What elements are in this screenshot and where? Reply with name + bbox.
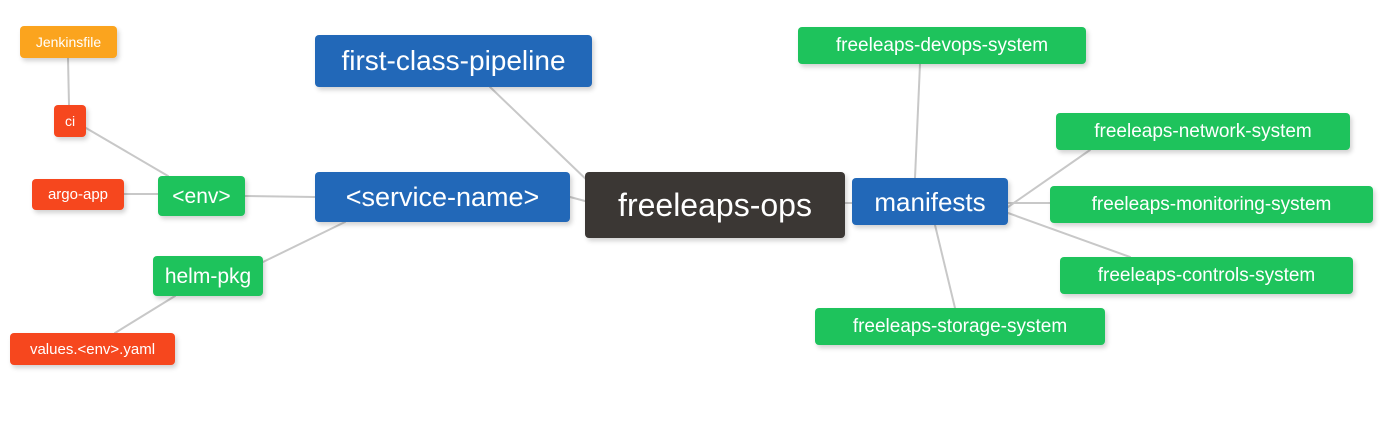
edge-freeleaps-ops-to-first-class-pipeline <box>489 86 593 186</box>
node-helm-pkg[interactable]: helm-pkg <box>153 256 263 296</box>
node-manifests[interactable]: manifests <box>852 178 1008 225</box>
node-freeleaps-controls-system[interactable]: freeleaps-controls-system <box>1060 257 1353 294</box>
edge-manifests-to-freeleaps-storage-system <box>934 224 956 309</box>
node-label: freeleaps-controls-system <box>1097 265 1316 286</box>
node-label: freeleaps-devops-system <box>835 35 1049 56</box>
edge-service-name-to-helm-pkg <box>262 221 346 263</box>
node-argo-app[interactable]: argo-app <box>32 179 124 210</box>
node-freeleaps-monitoring-system[interactable]: freeleaps-monitoring-system <box>1050 186 1373 223</box>
edge-freeleaps-ops-to-service-name <box>569 196 586 202</box>
node-label: Jenkinsfile <box>35 34 102 50</box>
node-first-class-pipeline[interactable]: first-class-pipeline <box>315 35 592 87</box>
node-label: ci <box>64 113 76 129</box>
node-label: helm-pkg <box>164 264 252 288</box>
node-label: manifests <box>874 186 986 217</box>
node-label: freeleaps-network-system <box>1094 121 1312 142</box>
node-jenkinsfile[interactable]: Jenkinsfile <box>20 26 117 58</box>
node-ci[interactable]: ci <box>54 105 86 137</box>
node-label: values.<env>.yaml <box>29 340 156 358</box>
node-label: first-class-pipeline <box>341 45 566 76</box>
node-label: <env> <box>172 184 231 208</box>
node-label: <service-name> <box>345 181 540 212</box>
edge-manifests-to-freeleaps-devops-system <box>914 63 921 179</box>
edge-env-to-ci <box>85 127 169 177</box>
node-label: argo-app <box>47 186 109 203</box>
node-service-name[interactable]: <service-name> <box>315 172 570 222</box>
node-label: freeleaps-ops <box>618 187 812 223</box>
node-env[interactable]: <env> <box>158 176 245 216</box>
edge-service-name-to-env <box>244 195 316 198</box>
node-freeleaps-network-system[interactable]: freeleaps-network-system <box>1056 113 1350 150</box>
node-label: freeleaps-monitoring-system <box>1091 194 1332 215</box>
node-freeleaps-devops-system[interactable]: freeleaps-devops-system <box>798 27 1086 64</box>
node-values-env-yaml[interactable]: values.<env>.yaml <box>10 333 175 365</box>
node-freeleaps-ops[interactable]: freeleaps-ops <box>585 172 845 238</box>
node-freeleaps-storage-system[interactable]: freeleaps-storage-system <box>815 308 1105 345</box>
edge-ci-to-jenkinsfile <box>67 57 70 106</box>
edge-helm-pkg-to-values-env-yaml <box>114 295 176 334</box>
node-label: freeleaps-storage-system <box>852 316 1068 337</box>
